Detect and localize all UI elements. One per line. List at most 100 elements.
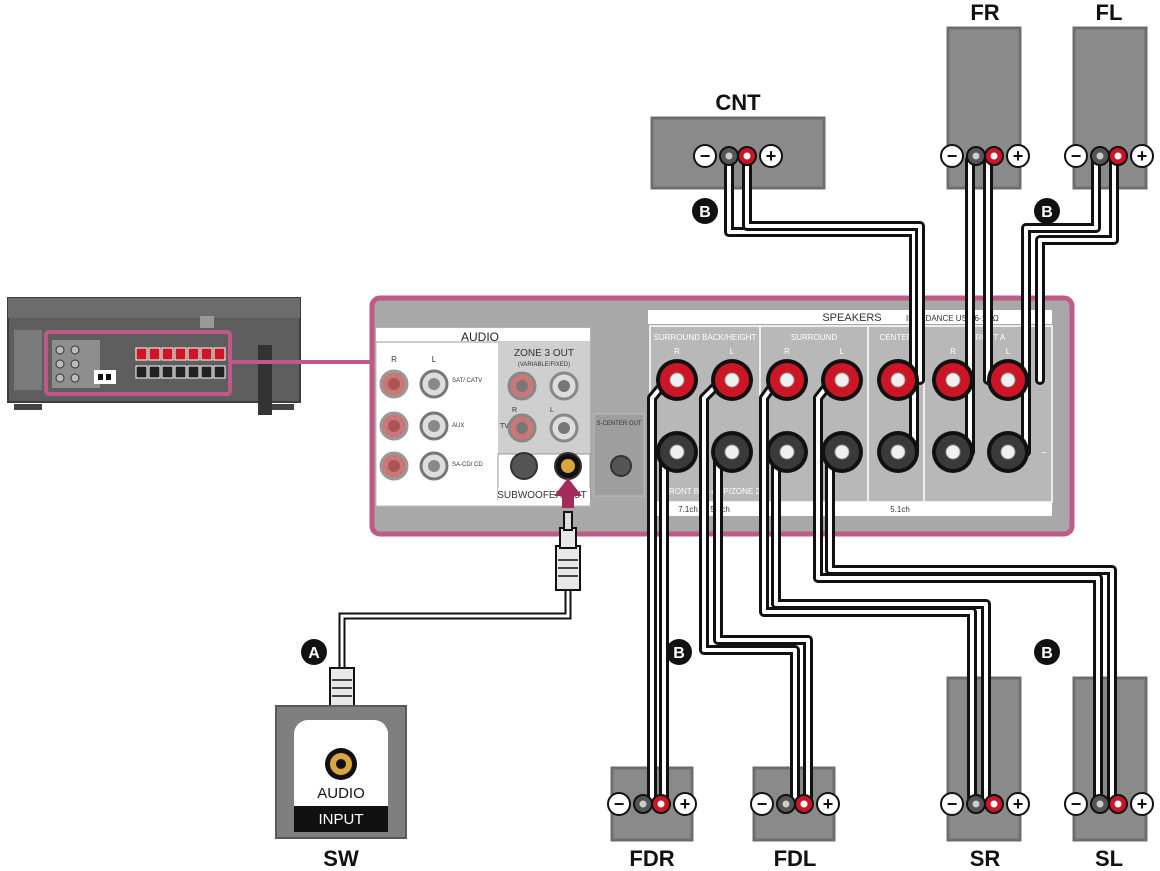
s-center-out-label: S-CENTER OUT — [597, 421, 642, 427]
plus-sign-icon — [1006, 144, 1030, 168]
tv-label: TV — [500, 423, 509, 430]
plus-sign: + — [1013, 146, 1024, 166]
minus-sign: − — [1071, 146, 1082, 166]
connection-arrow-icon — [554, 478, 582, 508]
minus-sign-icon — [1064, 792, 1088, 816]
audio-section-header: AUDIO — [461, 330, 499, 344]
cable-marker-b-icon — [692, 198, 718, 224]
ch51-label: 5.1ch — [890, 505, 910, 514]
cable-marker-b-icon — [1034, 198, 1060, 224]
plus-sign-icon — [1130, 792, 1154, 816]
minus-sign-icon — [940, 792, 964, 816]
mini-jack — [70, 359, 80, 369]
terminal-pair-fdr: −+ — [607, 792, 697, 816]
mini-terminal-black — [148, 365, 161, 379]
sw-input-label: INPUT — [319, 811, 364, 828]
minus-sign: − — [1071, 794, 1082, 814]
mini-terminal-red — [174, 347, 187, 361]
mini-jack — [55, 359, 65, 369]
label-fr: FR — [970, 0, 999, 25]
fa-r-label: R — [950, 347, 956, 356]
sb-l-label: L — [730, 347, 735, 356]
aux-label: AUX — [452, 423, 464, 429]
cable-marker-a: A — [308, 645, 320, 662]
impedance-label: IMPEDANCE USE 6-16 Ω — [906, 314, 999, 323]
surround-label: SURROUND — [791, 333, 837, 342]
terminal-pair-sr: −+ — [940, 792, 1030, 816]
plus-sign: + — [766, 146, 777, 166]
minus-sign-icon — [693, 144, 717, 168]
plus-sign: + — [1013, 794, 1024, 814]
sw-audio-label: AUDIO — [317, 785, 365, 802]
label-fl: FL — [1096, 0, 1123, 25]
mini-terminal-black — [213, 365, 226, 379]
audio-r-label: R — [391, 355, 397, 364]
subwoofer-out-label: SUBWOOFER OUT — [497, 490, 586, 501]
cable-marker-b-icon — [1034, 639, 1060, 665]
sat-catv-label: SAT/ CATV — [452, 378, 482, 384]
plus-sign-icon — [673, 792, 697, 816]
sur-r-label: R — [784, 347, 790, 356]
mini-terminal-red — [161, 347, 174, 361]
label-sl: SL — [1095, 846, 1123, 871]
mini-terminal-black — [200, 365, 213, 379]
front-b-label: FRONT B/BI-AMP/ZONE 2 — [664, 487, 760, 496]
sb-r-label: R — [674, 347, 680, 356]
ch71-label: 7.1ch — [678, 505, 698, 514]
mini-terminal-red — [135, 347, 148, 361]
minus-sign-icon — [940, 144, 964, 168]
mini-terminal-red — [148, 347, 161, 361]
plus-sign-icon — [1130, 144, 1154, 168]
mini-terminal-red — [200, 347, 213, 361]
terminal-pair-fr: −+ — [940, 144, 1030, 168]
label-sw: SW — [323, 846, 359, 871]
mini-jack — [55, 373, 65, 383]
plus-sign-icon — [816, 792, 840, 816]
minus-sign: − — [947, 794, 958, 814]
label-cnt: CNT — [715, 90, 761, 115]
minus-sign-icon — [750, 792, 774, 816]
audio-l-label: L — [432, 355, 437, 364]
mini-terminal-black — [187, 365, 200, 379]
mini-terminal-black — [135, 365, 148, 379]
mini-terminal-red — [213, 347, 226, 361]
fa-l-label: L — [1006, 347, 1011, 356]
label-fdl: FDL — [774, 846, 817, 871]
plus-sign: + — [1137, 146, 1148, 166]
sur-l-label: L — [840, 347, 845, 356]
cable-marker-b: B — [699, 204, 711, 221]
plus-sign-icon — [1006, 792, 1030, 816]
terminal-pair-fdl: −+ — [750, 792, 840, 816]
subwoofer-jack-1 — [510, 452, 538, 480]
cable-marker-b: B — [1041, 645, 1053, 662]
zone3-label: ZONE 3 OUT — [514, 348, 574, 359]
minus-sign: − — [700, 146, 711, 166]
plus-sign: + — [680, 794, 691, 814]
plus-sign: + — [823, 794, 834, 814]
label-sr: SR — [970, 846, 1001, 871]
terminal-pair-fl: −+ — [1064, 144, 1154, 168]
center-label: CENTER — [880, 333, 913, 342]
cable-marker-b: B — [1041, 204, 1053, 221]
subwoofer-cable — [329, 478, 582, 729]
minus-sign-icon — [607, 792, 631, 816]
cable-marker-b-icon — [666, 639, 692, 665]
minus-sign: − — [614, 794, 625, 814]
label-fdr: FDR — [629, 846, 674, 871]
cable-marker-b: B — [673, 645, 685, 662]
zone3-sub-label: (VARIABLE/FIXED) — [518, 362, 570, 368]
receiver-rear-panel: AUDIO ZONE 3 OUT (VARIABLE/FIXED) SUBWOO… — [369, 295, 1075, 537]
minus-sign: − — [757, 794, 768, 814]
terminal-pair-cnt: −+ — [693, 144, 783, 168]
mini-jack — [70, 345, 80, 355]
mini-terminal-red — [187, 347, 200, 361]
subwoofer: AUDIO INPUT — [275, 705, 407, 839]
receiver-overview — [7, 297, 301, 415]
plus-sign: + — [1137, 794, 1148, 814]
cable-marker-a-icon — [301, 639, 327, 665]
zone3-l-label: L — [550, 407, 554, 414]
plus-sign-icon — [759, 144, 783, 168]
speakers-section-header: SPEAKERS — [822, 312, 881, 324]
mini-jack — [55, 345, 65, 355]
